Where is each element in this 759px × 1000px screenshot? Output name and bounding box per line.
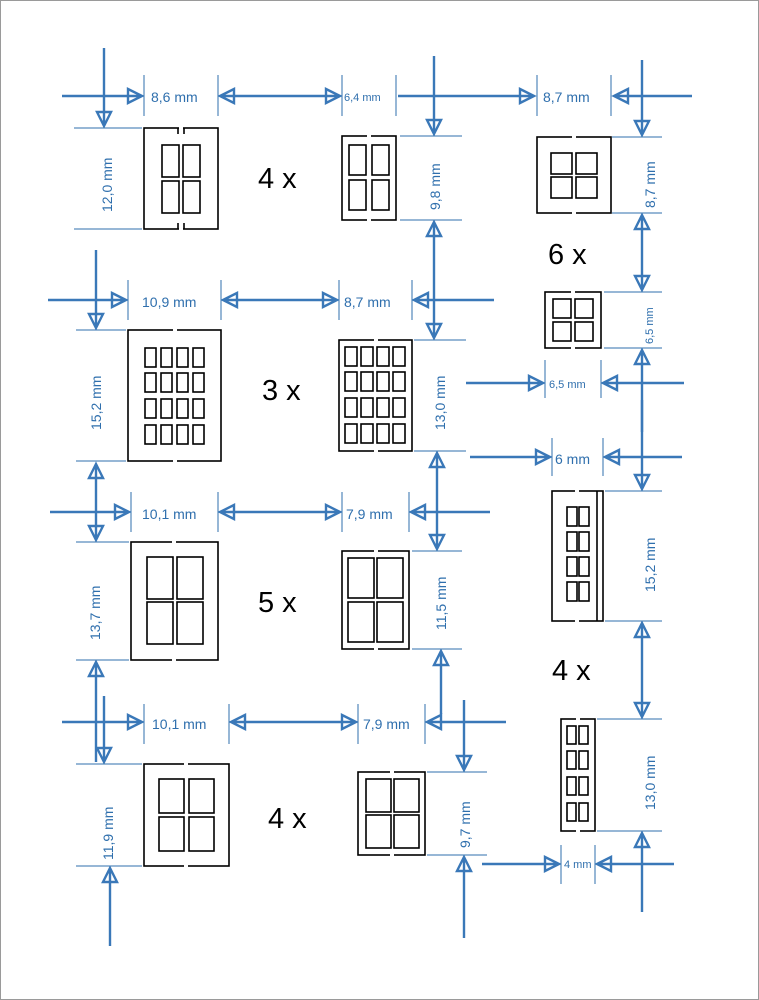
right-bottom-group: 4 x 6 mm 15,2 mm 13,0 mm 4 mm [470, 400, 682, 912]
r1-large-height: 12,0 mm [99, 158, 115, 212]
row1-quantity: 4 x [258, 163, 297, 195]
r2-large-window [127, 328, 222, 463]
row4-quantity: 4 x [268, 803, 307, 835]
r4-small-height: 9,7 mm [457, 801, 473, 848]
right-top-group: 6 x 8,7 mm 8,7 mm 6,5 mm 6,5 mm [466, 60, 692, 432]
r1-small-width: 6,4 mm [344, 92, 381, 104]
r2-large-height: 15,2 mm [88, 376, 104, 430]
rt-small-height: 6,5 mm [644, 307, 656, 344]
r3-large-height: 13,7 mm [87, 586, 103, 640]
row2-group: 3 x 10,9 mm 8,7 mm 15,2 mm 13,0 mm [48, 219, 494, 463]
row3-group: 5 x 10,1 mm 7,9 mm 13,7 mm 11,5 mm [50, 450, 490, 662]
r3-small-window [341, 549, 410, 651]
rt-small-window [544, 290, 602, 350]
r1-large-width: 8,6 mm [151, 89, 198, 105]
r4-small-width: 7,9 mm [363, 716, 410, 732]
r1-large-window [143, 126, 219, 231]
r1-small-height: 9,8 mm [427, 163, 443, 210]
rt-small-width: 6,5 mm [549, 379, 586, 391]
rb-small-width: 4 mm [564, 859, 592, 871]
rb-small-window [560, 717, 596, 833]
r3-large-window [130, 540, 219, 662]
r2-small-height: 13,0 mm [432, 376, 448, 430]
rb-small-height: 13,0 mm [642, 756, 658, 810]
r2-small-width: 8,7 mm [344, 294, 391, 310]
r3-small-width: 7,9 mm [346, 506, 393, 522]
rt-large-width: 8,7 mm [543, 89, 590, 105]
rb-large-height: 15,2 mm [642, 538, 658, 592]
row1-group: 4 x 8,6 mm 6,4 mm 12,0 mm 9,8 mm [62, 48, 537, 231]
r4-large-height: 11,9 mm [100, 807, 116, 860]
right-top-quantity: 6 x [548, 239, 587, 271]
r4-large-window [143, 762, 230, 868]
r3-large-width: 10,1 mm [142, 506, 196, 522]
rt-large-height: 8,7 mm [642, 161, 658, 208]
r4-small-window [357, 770, 426, 857]
row3-quantity: 5 x [258, 587, 297, 619]
r3-small-height: 11,5 mm [433, 577, 449, 630]
r2-large-width: 10,9 mm [142, 294, 196, 310]
row4-group: 4 x 10,1 mm 7,9 mm 11,9 mm 9,7 mm [62, 648, 506, 946]
r2-small-window [338, 338, 413, 453]
r4-large-width: 10,1 mm [152, 716, 206, 732]
rb-large-width: 6 mm [555, 451, 590, 467]
row2-quantity: 3 x [262, 375, 301, 407]
rb-large-window [551, 489, 604, 623]
rt-large-window [536, 135, 612, 215]
r1-small-window [341, 134, 397, 222]
right-bottom-quantity: 4 x [552, 655, 591, 687]
